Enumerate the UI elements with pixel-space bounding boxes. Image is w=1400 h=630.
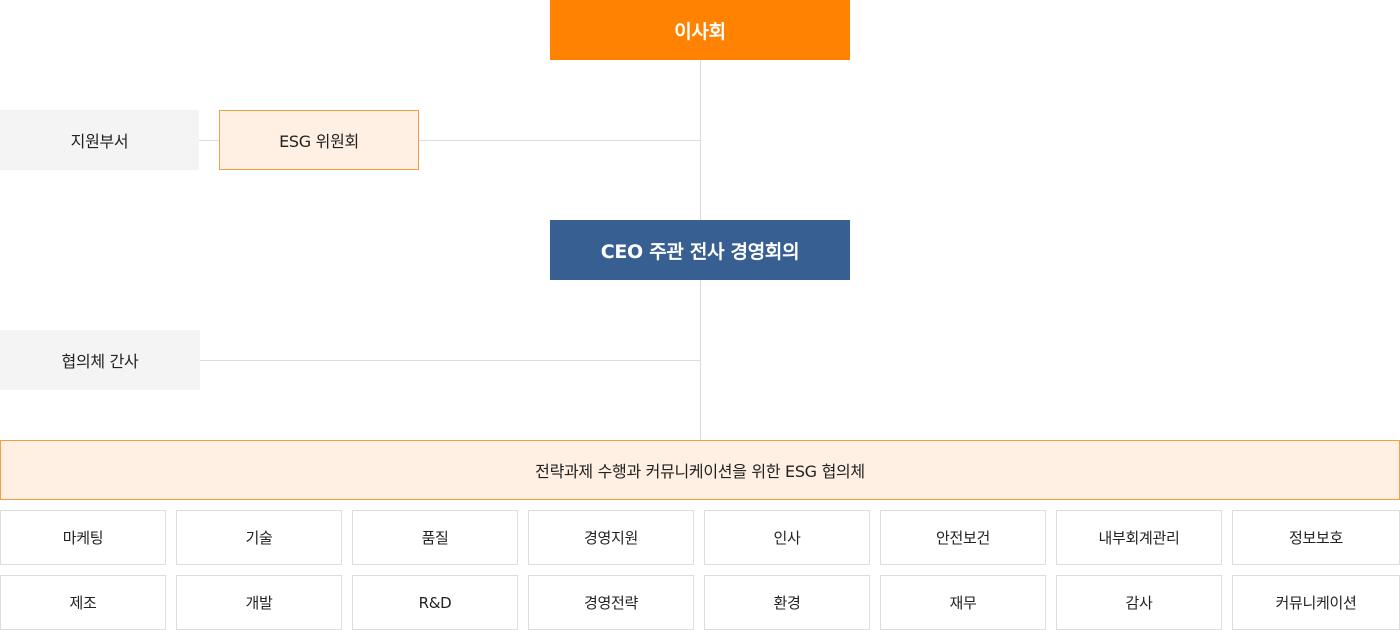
- support-esg-connector: [199, 140, 219, 141]
- dept-marketing: 마케팅: [0, 510, 166, 565]
- dept-quality: 품질: [352, 510, 518, 565]
- department-grid: 마케팅 기술 품질 경영지원 인사 안전보건 내부회계관리 정보보호 제조 개발…: [0, 510, 1400, 630]
- dept-management-strategy: 경영전략: [528, 575, 694, 630]
- dept-finance: 재무: [880, 575, 1046, 630]
- dept-rnd: R&D: [352, 575, 518, 630]
- board-node: 이사회: [550, 0, 850, 60]
- dept-internal-accounting: 내부회계관리: [1056, 510, 1222, 565]
- dept-hr: 인사: [704, 510, 870, 565]
- council-secretary-node: 협의체 간사: [0, 330, 200, 390]
- dept-development: 개발: [176, 575, 342, 630]
- dept-management-support: 경영지원: [528, 510, 694, 565]
- dept-safety-health: 안전보건: [880, 510, 1046, 565]
- secretary-trunk-connector: [200, 360, 700, 361]
- dept-audit: 감사: [1056, 575, 1222, 630]
- dept-communication: 커뮤니케이션: [1232, 575, 1400, 630]
- dept-technology: 기술: [176, 510, 342, 565]
- ceo-meeting-node: CEO 주관 전사 경영회의: [550, 220, 850, 280]
- esg-council-node: 전략과제 수행과 커뮤니케이션을 위한 ESG 협의체: [0, 440, 1400, 500]
- dept-manufacturing: 제조: [0, 575, 166, 630]
- esg-committee-node: ESG 위원회: [219, 110, 419, 170]
- dept-environment: 환경: [704, 575, 870, 630]
- support-dept-node: 지원부서: [0, 110, 199, 170]
- dept-info-security: 정보보호: [1232, 510, 1400, 565]
- esg-trunk-connector: [419, 140, 700, 141]
